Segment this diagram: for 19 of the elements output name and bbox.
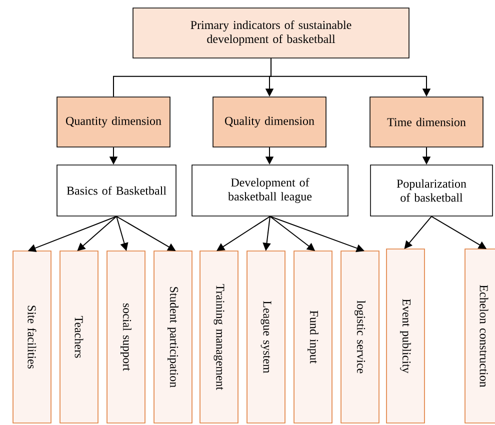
category-box: Development of basketball league — [192, 164, 348, 216]
indicator-box: Site facilities — [12, 250, 52, 424]
indicator-box: League system — [246, 250, 286, 424]
indicator-box: Echelon construction — [464, 248, 495, 424]
arrow — [404, 216, 432, 249]
dimension-box: Quantity dimension — [56, 96, 170, 148]
root-box: Primary indicators of sustainable development of basketball — [132, 8, 410, 58]
indicator-box: Training management — [200, 250, 238, 424]
category-box: Basics of Basketball — [56, 164, 176, 216]
indicator-box: Fund input — [294, 250, 332, 424]
indicator-box: Event publicity — [386, 248, 425, 424]
dimension-box: Quality dimension — [212, 96, 326, 148]
indicator-box: social support — [106, 250, 146, 424]
indicator-box: Student participation — [154, 250, 192, 424]
arrow — [77, 216, 117, 251]
indicator-box: logistic service — [340, 250, 380, 424]
category-box: Popularization of basketball — [370, 164, 493, 216]
indicator-box: Teachers — [60, 250, 98, 424]
dimension-box: Time dimension — [370, 96, 484, 148]
